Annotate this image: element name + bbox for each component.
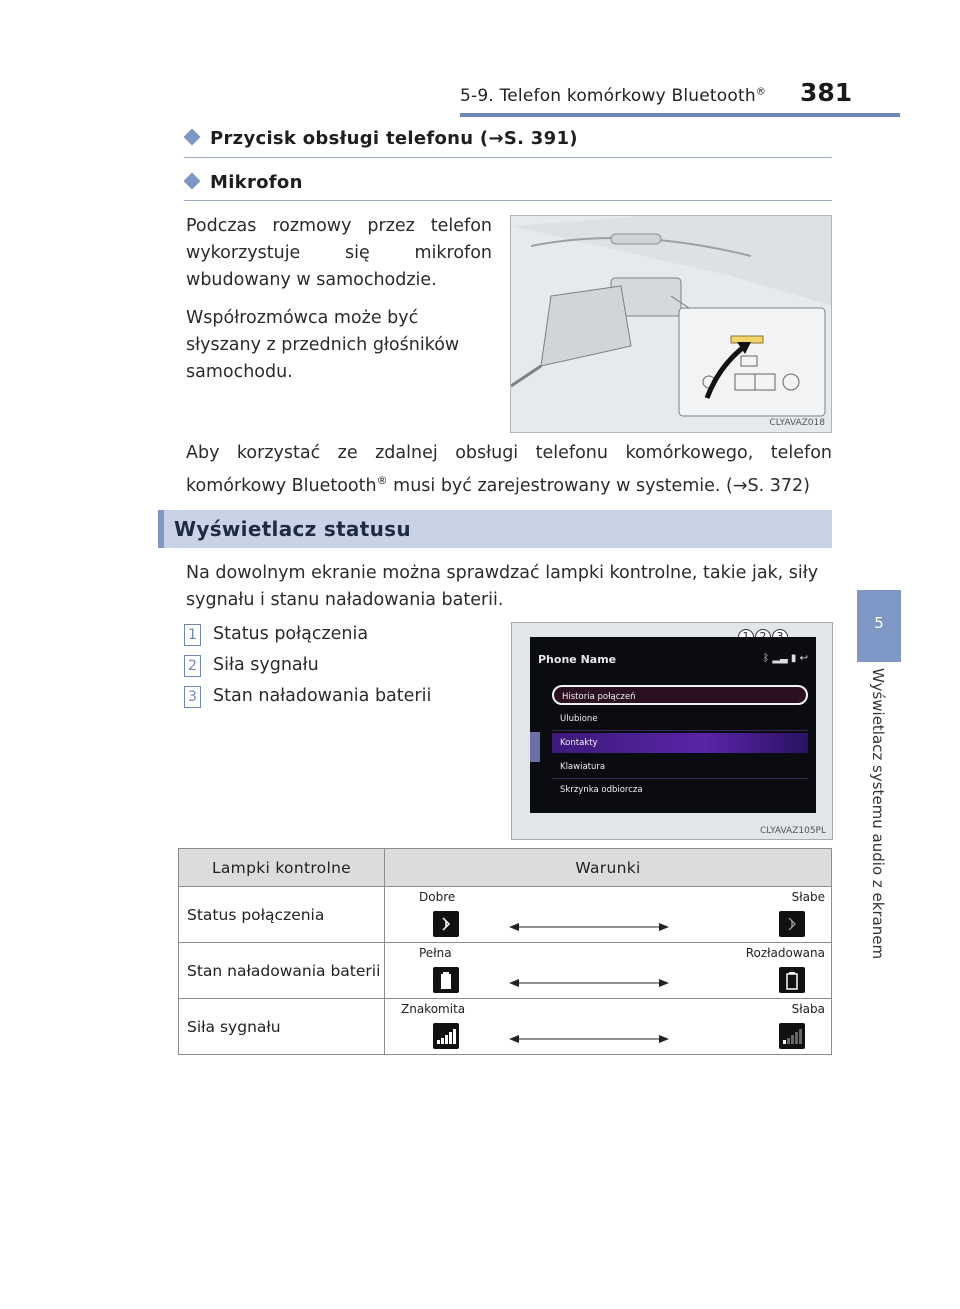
signal-icon: ▂▃ [772,653,788,664]
section-title: Wyświetlacz statusu [174,517,411,541]
table-header-row: Lampki kontrolne Warunki [178,848,832,887]
double-arrow-icon [509,979,669,987]
number-badge: 2 [184,655,201,677]
bullet-rule [184,157,832,158]
chapter-number: 5 [874,614,884,632]
condition-left-label: Znakomita [401,1002,466,1016]
figure-code: CLYAVAZ018 [769,418,825,428]
signal-icon [433,1023,459,1049]
bluetooth-icon: ᛒ [763,653,770,664]
row-name: Stan naładowania baterii [178,942,385,999]
page-number: 381 [800,78,853,107]
table-row: Status połączenia Dobre Słabe [178,886,832,943]
side-scroll-tab [530,732,540,762]
header-conditions: Warunki [384,848,832,887]
phone-display: Phone Name ᛒ ▂▃ ▮ ↩ Historia połączeń Ul… [530,637,816,813]
number-badge: 3 [184,686,201,708]
battery-icon: ▮ [790,653,797,664]
double-arrow-icon [509,923,669,931]
indicator-table: Lampki kontrolne Warunki Status połączen… [178,848,832,1055]
condition-left-label: Dobre [419,890,456,904]
chapter-title-vertical: Wyświetlacz systemu audio z ekranem [857,668,901,1008]
battery-icon [779,967,805,993]
condition-right-label: Słaba [791,1002,825,1016]
header-indicators: Lampki kontrolne [178,848,385,887]
row-condition: Znakomita Słaba [384,998,832,1055]
diamond-bullet-icon [183,128,201,146]
bullet-rule [184,200,832,201]
menu-item-favorites: Ulubione [560,714,598,724]
menu-item-call-history: Historia połączeń [552,685,808,705]
menu-item-keypad: Klawiatura [560,762,606,772]
menu-item-inbox: Skrzynka odbiorcza [560,785,643,795]
menu-divider [552,778,808,779]
status-intro-paragraph: Na dowolnym ekranie można sprawdzać lamp… [186,563,819,610]
figure-code: CLYAVAZ105PL [759,826,826,836]
double-arrow-icon [509,1035,669,1043]
back-icon: ↩ [799,653,808,664]
menu-item-contacts: Kontakty [552,733,808,753]
chapter-tab: 5 [857,590,901,662]
header-rule [460,113,900,117]
row-condition: Pełna Rozładowana [384,942,832,999]
microphone-illustration: CLYAVAZ018 [510,215,832,433]
section-banner: Wyświetlacz statusu [158,510,832,548]
diamond-bullet-icon [183,172,201,190]
bluetooth-icon [433,911,459,937]
number-badge: 1 [184,624,201,646]
running-header: 5-9. Telefon komórkowy Bluetooth® [460,86,767,106]
bullet-heading-phone-button: Przycisk obsługi telefonu (→S. 391) [183,128,578,149]
phone-name-title: Phone Name [538,653,617,666]
bullet-heading-microphone: Mikrofon [183,172,303,193]
phone-screen-illustration: 123 Phone Name ᛒ ▂▃ ▮ ↩ Historia połącze… [511,622,833,840]
row-name: Status połączenia [178,886,385,943]
status-icons: ᛒ ▂▃ ▮ ↩ [763,653,808,664]
bluetooth-icon [779,911,805,937]
table-row: Siła sygnału Znakomita Słaba [178,998,832,1055]
mic-paragraph-2: Współrozmówca może być słyszany z przedn… [186,308,460,382]
row-name: Siła sygnału [178,998,385,1055]
condition-right-label: Słabe [791,890,825,904]
banner-accent-bar [158,510,164,548]
battery-icon [433,967,459,993]
signal-icon [779,1023,805,1049]
row-condition: Dobre Słabe [384,886,832,943]
chapter-title: Wyświetlacz systemu audio z ekranem [869,668,887,960]
condition-right-label: Rozładowana [745,946,825,960]
mic-paragraph-1: Podczas rozmowy przez telefon wykorzystu… [186,216,492,290]
remote-operation-paragraph: Aby korzystać ze zdalnej obsługi telefon… [186,443,832,496]
car-ceiling-drawing [511,216,831,432]
menu-divider [552,730,808,731]
table-row: Stan naładowania baterii Pełna Rozładowa… [178,942,832,999]
condition-left-label: Pełna [419,946,452,960]
